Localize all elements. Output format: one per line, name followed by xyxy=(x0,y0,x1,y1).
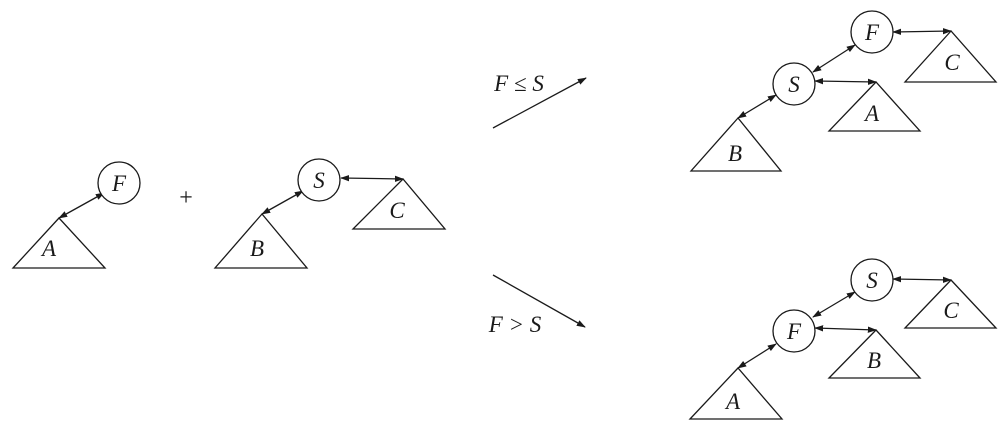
r1-subtree-c xyxy=(903,30,998,83)
tree-f: A F xyxy=(11,161,141,269)
r2-subtree-b xyxy=(827,329,922,379)
tree-s: B C S xyxy=(213,158,447,269)
edge-s-b xyxy=(261,190,304,215)
r2-subtree-a xyxy=(688,367,784,420)
edge-s-f xyxy=(812,291,856,318)
edge-s-c xyxy=(340,174,404,183)
subtree-c-label: C xyxy=(389,198,405,223)
subtree-a-label: A xyxy=(40,236,57,261)
node-s xyxy=(297,158,341,202)
edge-f-a xyxy=(58,192,105,219)
condition-gt-label: F > S xyxy=(488,312,542,337)
r1-subtree-a-label: A xyxy=(863,101,880,126)
node-f-label: F xyxy=(111,171,127,196)
r2-subtree-c xyxy=(903,279,998,329)
edge-f-a-r2 xyxy=(737,343,777,369)
r1-subtree-b xyxy=(689,116,783,172)
r1-node-f-label: F xyxy=(864,20,880,45)
subtree-b xyxy=(213,212,309,269)
case-le: F ≤ S xyxy=(492,71,587,129)
r1-node-s-label: S xyxy=(788,72,800,97)
node-s-label: S xyxy=(313,168,325,193)
edge-s-a xyxy=(814,77,877,86)
r2-subtree-a-label: A xyxy=(724,389,741,414)
edge-s-c-r2 xyxy=(892,275,952,284)
edge-s-b-r1 xyxy=(737,94,777,119)
edge-f-c xyxy=(892,27,952,36)
condition-le-label: F ≤ S xyxy=(493,71,544,96)
r1-node-s xyxy=(772,62,816,106)
r2-node-s xyxy=(850,258,894,302)
r1-node-f xyxy=(850,10,894,54)
arrow-gt xyxy=(492,274,586,328)
arrow-le xyxy=(492,77,587,129)
edge-f-s xyxy=(812,44,856,73)
case-gt: F > S xyxy=(488,274,586,337)
plus-sign: + xyxy=(179,185,193,211)
r2-subtree-c-label: C xyxy=(943,298,959,323)
edge-f-b xyxy=(814,325,877,333)
r1-subtree-c-label: C xyxy=(944,50,960,75)
result-le: C A B F S xyxy=(689,10,998,172)
r1-subtree-b-label: B xyxy=(728,141,742,166)
result-gt: C B A S F xyxy=(688,258,998,420)
subtree-c xyxy=(351,178,447,230)
subtree-a xyxy=(11,217,107,269)
r2-node-s-label: S xyxy=(866,268,878,293)
r2-node-f xyxy=(772,309,816,353)
r1-subtree-a xyxy=(827,81,922,132)
r2-node-f-label: F xyxy=(786,319,802,344)
node-f xyxy=(97,161,141,205)
r2-subtree-b-label: B xyxy=(867,348,881,373)
subtree-b-label: B xyxy=(250,236,264,261)
